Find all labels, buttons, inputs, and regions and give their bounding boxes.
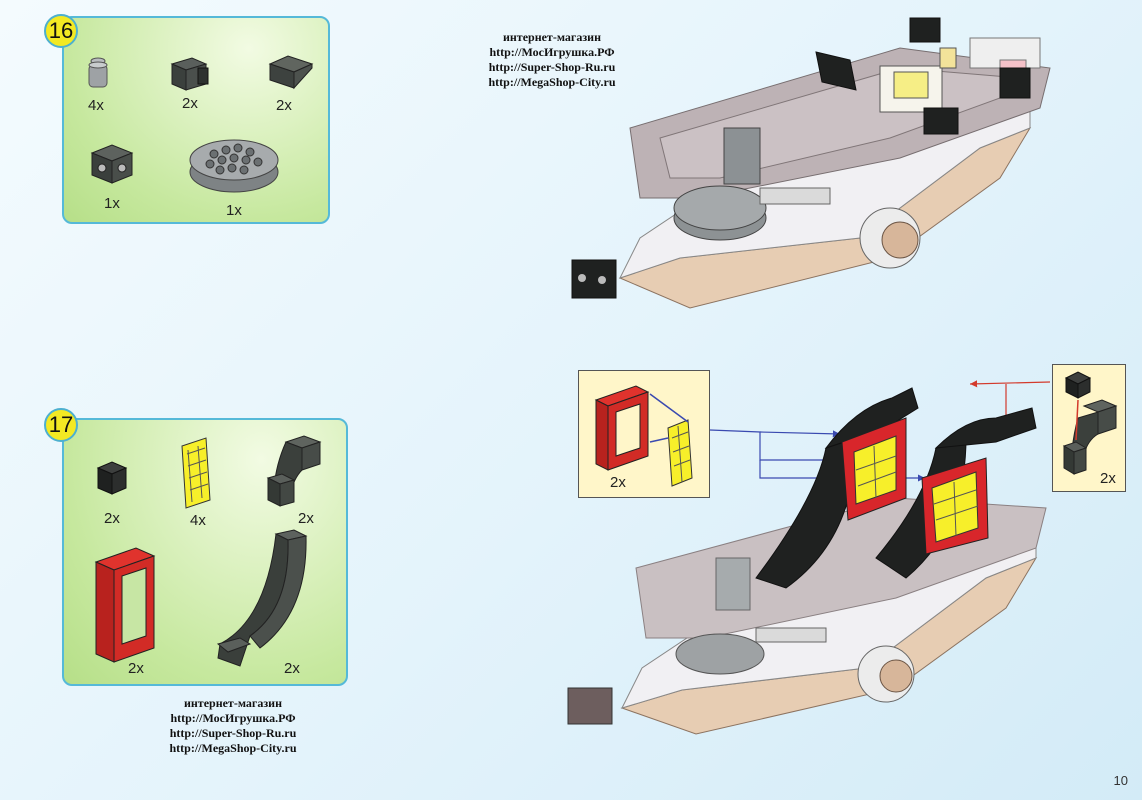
shop-text-bottom: интернет-магазин http://МосИгрушка.РФ ht… bbox=[150, 696, 316, 756]
callout-right-qty: 2x bbox=[1100, 470, 1116, 487]
shop-top-line4: http://MegaShop-City.ru bbox=[488, 75, 616, 89]
qty-16-5: 1x bbox=[226, 202, 242, 219]
slope-brick-dark-icon bbox=[268, 55, 314, 90]
callout-left-qty: 2x bbox=[610, 474, 626, 491]
shop-text-top: интернет-магазин http://МосИгрушка.РФ ht… bbox=[472, 30, 632, 90]
page-number: 10 bbox=[1113, 773, 1128, 788]
qty-17-4: 2x bbox=[128, 660, 144, 677]
brick-assembly-right-icon bbox=[1062, 371, 1118, 475]
qty-17-2: 4x bbox=[190, 512, 206, 529]
qty-16-3: 2x bbox=[276, 97, 292, 114]
brick-1x1-black-icon bbox=[96, 461, 128, 495]
clip-brick-dark-icon bbox=[170, 57, 209, 91]
qty-17-1: 2x bbox=[104, 510, 120, 527]
shop-top-line3: http://Super-Shop-Ru.ru bbox=[488, 60, 616, 74]
shop-top-line1: интернет-магазин bbox=[502, 30, 602, 44]
window-assembly-left-icon bbox=[594, 385, 693, 487]
curved-arch-dark-icon bbox=[216, 529, 308, 667]
step-16-panel bbox=[62, 16, 330, 224]
shop-bottom-line2: http://МосИгрушка.РФ bbox=[170, 711, 296, 725]
qty-17-5: 2x bbox=[284, 660, 300, 677]
qty-16-4: 1x bbox=[104, 195, 120, 212]
shop-bottom-line3: http://Super-Shop-Ru.ru bbox=[169, 726, 297, 740]
shop-top-line2: http://МосИгрушка.РФ bbox=[489, 45, 615, 59]
window-frame-red-icon bbox=[94, 547, 156, 663]
round-brick-grey-icon bbox=[88, 57, 108, 88]
technic-brick-dark-icon bbox=[90, 144, 134, 184]
ship-step16-illustration bbox=[571, 17, 1051, 309]
ship-step17-illustration bbox=[567, 387, 1047, 735]
qty-16-2: 2x bbox=[182, 95, 198, 112]
shop-bottom-line4: http://MegaShop-City.ru bbox=[169, 741, 297, 755]
window-pane-yellow-icon bbox=[181, 437, 211, 509]
step-16-badge: 16 bbox=[44, 14, 78, 48]
shop-bottom-line1: интернет-магазин bbox=[183, 696, 283, 710]
round-plate-grey-icon bbox=[189, 139, 279, 193]
qty-16-1: 4x bbox=[88, 97, 104, 114]
arch-brick-dark-icon bbox=[266, 435, 322, 507]
step-17-badge: 17 bbox=[44, 408, 78, 442]
qty-17-3: 2x bbox=[298, 510, 314, 527]
